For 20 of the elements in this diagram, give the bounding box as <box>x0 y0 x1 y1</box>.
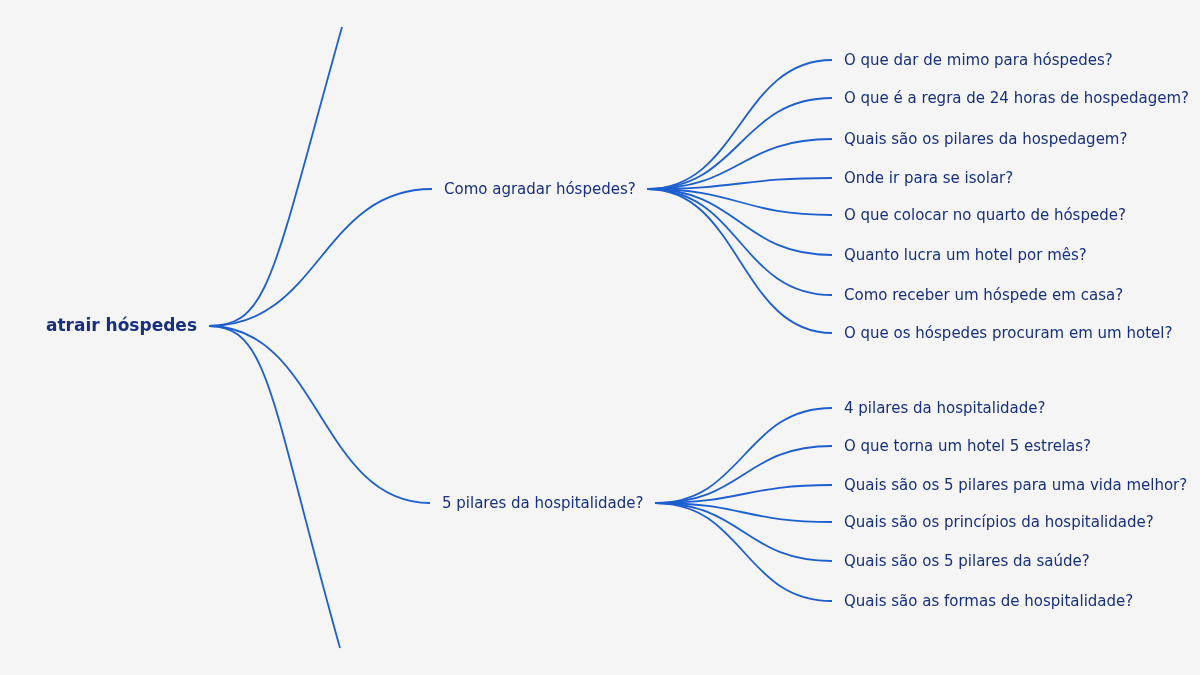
mind-map-topic: Como receber um hóspede em casa? <box>832 281 1136 309</box>
mind-map-topic: O que colocar no quarto de hóspede? <box>832 201 1138 229</box>
branch-line <box>646 188 833 334</box>
mind-map-topic: 4 pilares da hospitalidade? <box>832 394 1058 422</box>
mind-map-topic: Quais são os princípios da hospitalidade? <box>832 508 1166 536</box>
mind-map-topic: atrair hóspedes <box>34 311 209 341</box>
mind-map-topic: Quais são os 5 pilares para uma vida melhor? <box>832 471 1200 499</box>
mind-map-topic: O que dar de mimo para hóspedes? <box>832 46 1125 74</box>
branch-line <box>208 325 341 649</box>
mind-map-topic: Quais são as formas de hospitalidade? <box>832 587 1146 615</box>
mind-map-topic: Como agradar hóspedes? <box>432 175 648 203</box>
mind-map-topic: O que os hóspedes procuram em um hotel? <box>832 319 1185 347</box>
mind-map-topic: 5 pilares da hospitalidade? <box>430 489 656 517</box>
mind-map-topic: O que torna um hotel 5 estrelas? <box>832 432 1104 460</box>
mind-map-topic: O que é a regra de 24 horas de hospedagem? <box>832 84 1200 112</box>
mind-map-topic: Onde ir para se isolar? <box>832 164 1026 192</box>
mind-map-topic: Quanto lucra um hotel por mês? <box>832 241 1099 269</box>
mind-map-topic: Quais são os 5 pilares da saúde? <box>832 547 1102 575</box>
branch-line <box>654 502 833 602</box>
mind-map-topic: Quais são os pilares da hospedagem? <box>832 125 1140 153</box>
